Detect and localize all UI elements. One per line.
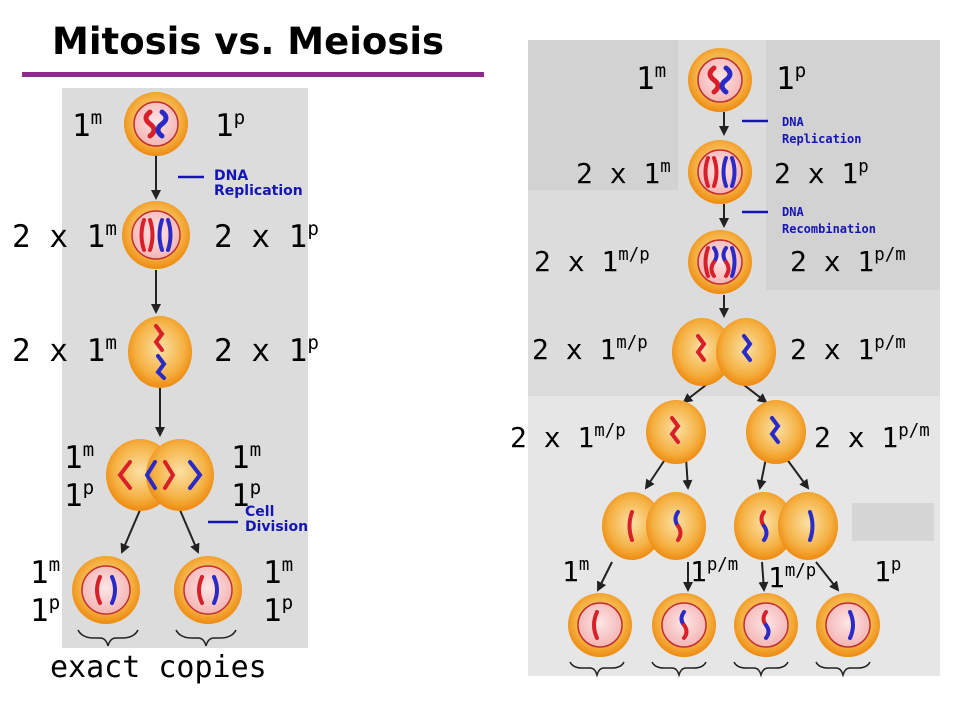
meiosis-gamete-4 xyxy=(816,593,880,657)
meiosis-row3-right-label: 2 x 1p/m xyxy=(790,245,906,278)
meiosis-secondary-cell-left xyxy=(646,400,706,464)
mitosis-step-ticks xyxy=(178,175,238,524)
meiosis-gamete-3 xyxy=(734,593,798,657)
meiosis-row4-left-label: 2 x 1m/p xyxy=(532,333,648,366)
meiosis-row5-right-label: 2 x 1p/m xyxy=(814,421,930,454)
meiosis-parent-cell xyxy=(688,48,752,112)
meiosis-secondary-cell-right xyxy=(746,400,806,464)
meiosis-recombined-cell xyxy=(688,230,752,294)
title-underline xyxy=(22,72,484,77)
mitosis-arrows xyxy=(120,155,200,554)
meiosis-panel-shade xyxy=(528,40,678,190)
meiosis-gamete-1 xyxy=(568,593,632,657)
meiosis-second-division-left xyxy=(602,492,706,560)
meiosis-second-division-right xyxy=(734,492,838,560)
mitosis-division-left-label: 1m 1p xyxy=(64,438,95,514)
mitosis-daughter-left-label: 1m 1p xyxy=(30,553,61,629)
meiosis-gamete-2-label: 1p/m xyxy=(690,555,739,588)
meiosis-gamete-4-label: 1p xyxy=(874,555,902,588)
meiosis-row2-left-label: 2 x 1m xyxy=(576,157,671,190)
meiosis-row2-right-label: 2 x 1p xyxy=(774,157,869,190)
meiosis-gamete-2 xyxy=(652,593,716,657)
mitosis-parent-cell xyxy=(124,92,188,156)
meiosis-gamete-3-label: 1m/p xyxy=(768,561,817,594)
meiosis-row1-left-label: 1m xyxy=(636,59,667,97)
mitosis-row2-left-label: 2 x 1m xyxy=(12,217,117,255)
meiosis-step-ticks xyxy=(742,119,768,214)
meiosis-panel-patch xyxy=(852,503,934,541)
mitosis-division-right-label: 1m 1p xyxy=(231,438,262,514)
mitosis-daughter-cell-right xyxy=(174,556,242,624)
mitosis-daughter-right-label: 1m 1p xyxy=(263,553,294,629)
page-title: Mitosis vs. Meiosis xyxy=(52,20,445,63)
meiosis-row4-right-label: 2 x 1p/m xyxy=(790,333,906,366)
mitosis-dividing-cell xyxy=(106,439,214,511)
exact-copies-braces xyxy=(77,629,237,647)
meiosis-arrows xyxy=(597,112,840,592)
mitosis-replicated-cell xyxy=(122,201,190,269)
mitosis-row3-right-label: 2 x 1p xyxy=(214,331,319,369)
meiosis-replicated-cell xyxy=(688,140,752,204)
meiosis-row1-right-label: 1p xyxy=(776,59,807,97)
meiosis-first-division-cell xyxy=(672,318,776,386)
mitosis-daughter-cell-left xyxy=(72,556,140,624)
meiosis-row3-left-label: 2 x 1m/p xyxy=(534,245,650,278)
exact-copies-caption: exact copies xyxy=(50,650,267,685)
mitosis-metaphase-cell xyxy=(128,316,192,388)
meiosis-panel-shade xyxy=(766,40,940,290)
mitosis-row1-right-label: 1p xyxy=(215,106,246,144)
mitosis-row1-left-label: 1m xyxy=(72,106,103,144)
meiosis-gamete-braces xyxy=(569,661,871,678)
meiosis-gamete-1-label: 1m xyxy=(562,555,590,588)
meiosis-row5-left-label: 2 x 1m/p xyxy=(510,421,626,454)
mitosis-row3-left-label: 2 x 1m xyxy=(12,331,117,369)
mitosis-row2-right-label: 2 x 1p xyxy=(214,217,319,255)
